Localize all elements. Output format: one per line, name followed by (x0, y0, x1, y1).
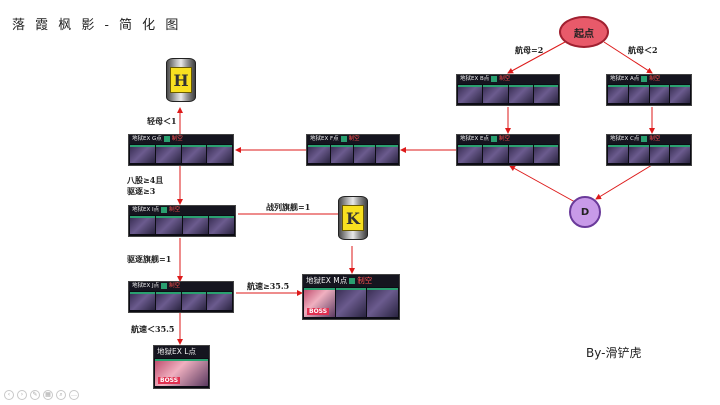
node-i-tag: 制空 (169, 207, 181, 213)
next-slide-icon[interactable]: › (17, 390, 27, 400)
node-l-name: 地狱EX L点 (157, 347, 196, 356)
node-m-boss-badge: BOSS (307, 308, 330, 315)
node-j-tag: 制空 (169, 283, 181, 289)
resource-bucket-k[interactable]: K (338, 196, 368, 240)
node-c[interactable]: 地狱EX C点 制空 (606, 134, 692, 166)
condition-to-a: 航母＜2 (628, 45, 658, 55)
node-j-name: 地狱EX J点 (132, 283, 160, 289)
node-b-name: 地狱EX B点 (460, 76, 490, 82)
node-a-name: 地狱EX A点 (610, 76, 640, 82)
node-l[interactable]: 地狱EX L点 BOSS (153, 345, 210, 389)
condition-to-l: 航速＜35.5 (131, 324, 175, 334)
node-c-tag: 制空 (649, 136, 661, 142)
node-m-tag: 制空 (357, 276, 373, 285)
pen-icon[interactable]: ✎ (30, 390, 40, 400)
arrow-c-d (595, 164, 653, 200)
more-options-icon[interactable]: … (69, 390, 79, 400)
node-g[interactable]: 地狱EX G点 制空 (128, 134, 234, 166)
prev-slide-icon[interactable]: ‹ (4, 390, 14, 400)
page-title: 落 霞 枫 影 - 简 化 图 (12, 18, 182, 33)
node-e[interactable]: 地狱EX E点 制空 (456, 134, 560, 166)
author-credit: By-滑铲虎 (586, 346, 642, 360)
node-f-tag: 制空 (348, 136, 360, 142)
slides-grid-icon[interactable]: ▦ (43, 390, 53, 400)
condition-to-i-line2: 驱逐≥3 (127, 186, 156, 196)
condition-to-m: 航速≥35.5 (247, 281, 290, 291)
condition-to-i-line1: 八股≥4且 (127, 175, 164, 185)
condition-to-j: 驱逐旗舰=1 (127, 254, 172, 264)
resource-bucket-h[interactable]: H (166, 58, 196, 102)
slide-toolbar: ‹ › ✎ ▦ ⌕ … (4, 390, 79, 400)
bucket-letter-h: H (170, 67, 192, 93)
start-node[interactable]: 起点 (559, 16, 609, 48)
node-a[interactable]: 地狱EX A点 制空 (606, 74, 692, 106)
node-d-label: D (580, 206, 590, 218)
node-b-tag: 制空 (499, 76, 511, 82)
node-f[interactable]: 地狱EX F点 制空 (306, 134, 400, 166)
node-e-tag: 制空 (498, 136, 510, 142)
node-g-tag: 制空 (171, 136, 183, 142)
node-g-name: 地狱EX G点 (132, 136, 162, 142)
condition-to-k: 战列旗舰=1 (266, 202, 311, 212)
node-j[interactable]: 地狱EX J点 制空 (128, 281, 234, 313)
node-i-name: 地狱EX I点 (132, 207, 160, 213)
node-m-name: 地狱EX M点 (306, 276, 348, 285)
node-f-name: 地狱EX F点 (310, 136, 339, 142)
node-c-name: 地狱EX C点 (610, 136, 640, 142)
zoom-icon[interactable]: ⌕ (56, 390, 66, 400)
node-d[interactable]: D (569, 196, 601, 228)
node-b[interactable]: 地狱EX B点 制空 (456, 74, 560, 106)
condition-to-h: 轻母＜1 (147, 116, 177, 126)
arrow-start-a (603, 41, 653, 74)
node-a-tag: 制空 (649, 76, 661, 82)
start-node-label: 起点 (574, 28, 594, 40)
node-i[interactable]: 地狱EX I点 制空 (128, 205, 236, 237)
condition-to-b: 航母=2 (515, 45, 544, 55)
arrow-d-e (509, 165, 576, 203)
arrow-start-b (507, 41, 566, 74)
node-l-boss-badge: BOSS (158, 377, 181, 384)
node-m[interactable]: 地狱EX M点制空 BOSS (302, 274, 400, 320)
bucket-letter-k: K (342, 205, 364, 231)
node-e-name: 地狱EX E点 (460, 136, 489, 142)
